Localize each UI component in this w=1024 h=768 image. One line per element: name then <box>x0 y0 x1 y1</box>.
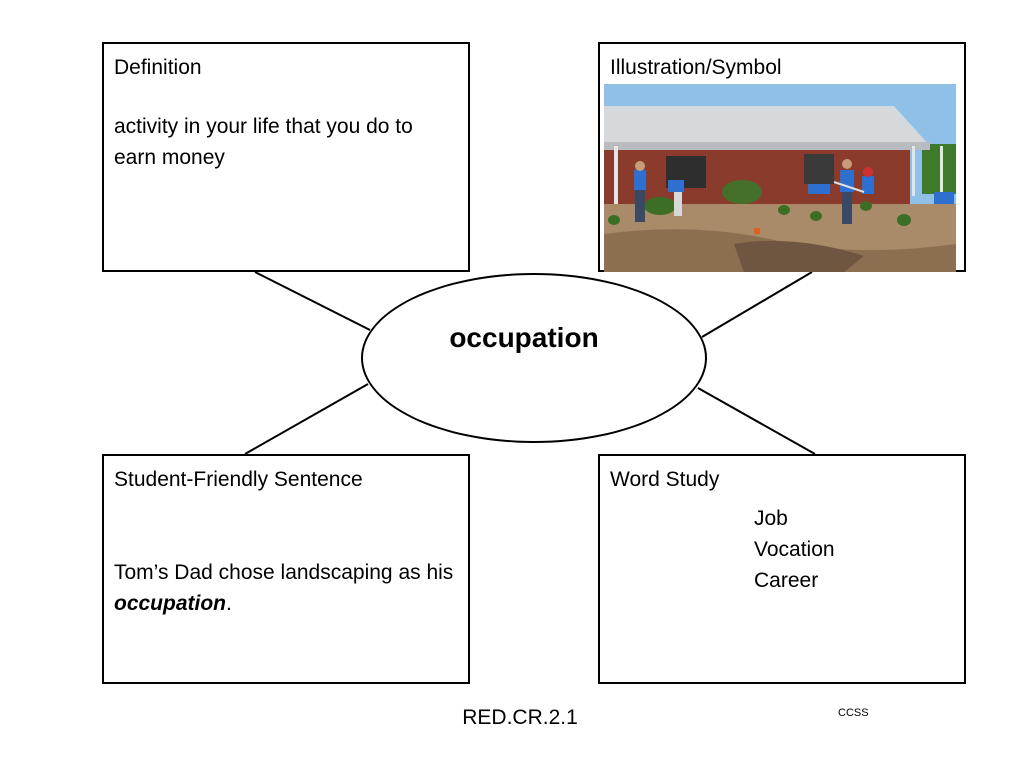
word-study-item: Job <box>754 507 788 530</box>
sentence-box: Student-Friendly Sentence Tom’s Dad chos… <box>102 454 470 684</box>
word-study-title: Word Study <box>610 468 720 491</box>
connector-word-study <box>697 387 816 455</box>
word-study-item: Career <box>754 569 819 592</box>
word-study-box: Word Study Job Vocation Career <box>598 454 966 684</box>
sentence-after: . <box>226 592 232 615</box>
sentence-emphasis: occupation <box>114 592 227 615</box>
center-ellipse <box>361 273 707 443</box>
connector-sentence <box>244 383 369 455</box>
standard-code: RED.CR.2.1 <box>462 706 578 729</box>
connector-illustration <box>701 271 813 338</box>
center-word: occupation <box>449 322 599 353</box>
sentence-title: Student-Friendly Sentence <box>114 468 363 491</box>
definition-box: Definition activity in your life that yo… <box>102 42 470 272</box>
word-study-item: Vocation <box>754 538 835 561</box>
sentence-text: Tom’s Dad chose landscaping as his occup… <box>114 557 458 619</box>
standard-note: CCSS <box>838 707 869 719</box>
landscaping-photo <box>604 84 956 272</box>
connector-definition <box>254 271 371 331</box>
definition-text: activity in your life that you do to ear… <box>114 115 413 169</box>
definition-title: Definition <box>114 56 202 79</box>
illustration-title: Illustration/Symbol <box>610 56 782 79</box>
sentence-before: Tom’s Dad chose landscaping as his <box>114 561 454 584</box>
word-study-list: Job Vocation Career <box>754 503 954 596</box>
